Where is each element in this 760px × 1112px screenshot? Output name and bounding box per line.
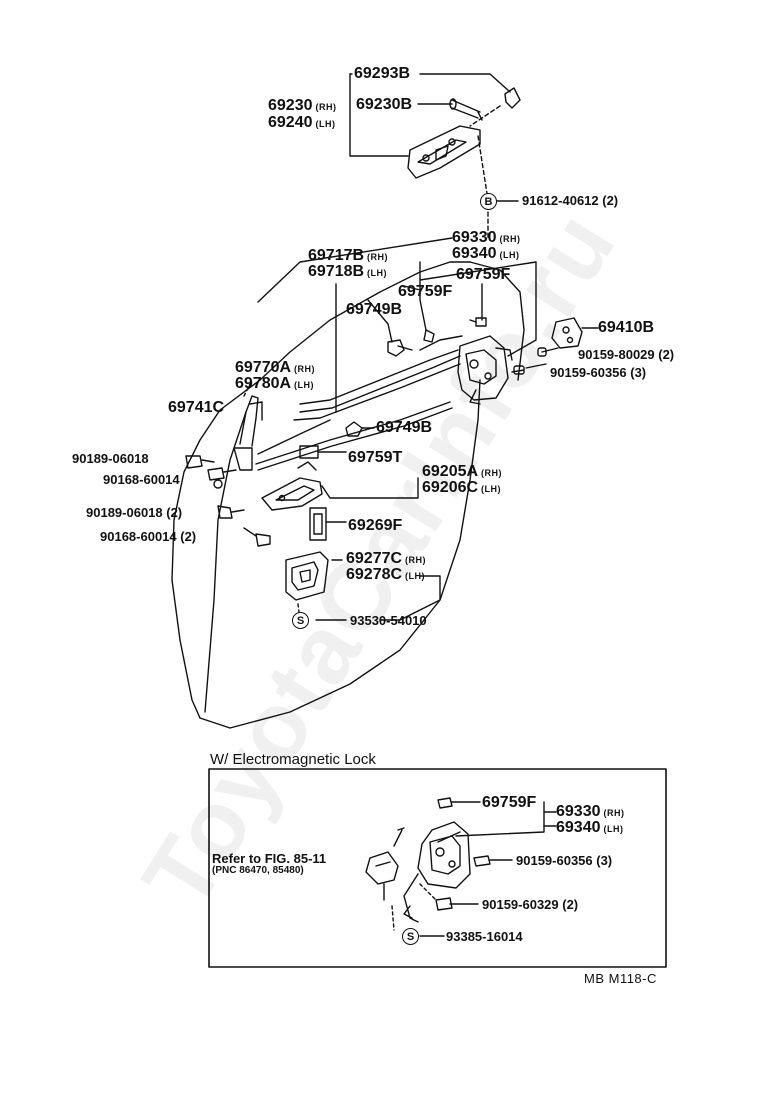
part-label-90168-60014-2: 90168-60014 (2) [100, 529, 197, 544]
rods [257, 335, 463, 455]
left-screws [185, 455, 271, 547]
inset-title: W/ Electromagnetic Lock [210, 751, 376, 768]
leader-69330 [257, 237, 453, 303]
part-label-69759F-middle: 69759F [398, 283, 453, 300]
part-label-90189-06018-2: 90189-06018 (2) [86, 505, 183, 520]
inset-part-label-93385: 93385-16014 [446, 929, 523, 944]
clips-69759F [423, 317, 487, 343]
part-label-90189-06018: 90189-06018 [72, 451, 149, 466]
part-label-69718B: 69718B(LH) [308, 263, 388, 280]
part-label-69749B-lower: 69749B [376, 419, 433, 436]
part-label-69759T: 69759T [348, 449, 403, 466]
bezel-69277C [285, 551, 329, 621]
inner-handle-69205A [261, 445, 419, 511]
callout-s-icon: S [292, 612, 309, 629]
lock-assembly [457, 335, 547, 405]
part-label-69741C: 69741C [168, 399, 225, 416]
part-label-69780A: 69780A(LH) [235, 375, 315, 392]
part-label-69340: 69340(LH) [452, 245, 520, 262]
part-label-69277C: 69277C(RH) [346, 550, 427, 567]
inset-part-label-69759F: 69759F [482, 794, 537, 811]
inset-frame [208, 768, 667, 968]
clip-69749B-upper [387, 339, 413, 357]
inset-refer-subtext: (PNC 86470, 85480) [212, 865, 304, 876]
inset-part-label-90159-60329: 90159-60329 (2) [482, 897, 579, 912]
door-outline [171, 261, 525, 729]
pad-69269F [309, 507, 347, 541]
part-label-69240: 69240(LH) [268, 114, 336, 131]
leader-69277C-right [379, 575, 441, 621]
part-label-91612: 91612-40612 (2) [522, 193, 619, 208]
part-label-90159-80029: 90159-80029 (2) [578, 347, 675, 362]
part-label-69206C: 69206C(LH) [422, 479, 502, 496]
part-label-69717B: 69717B(RH) [308, 247, 389, 264]
inset-callout-s-icon: S [402, 928, 419, 945]
part-label-69759F-upper: 69759F [456, 266, 511, 283]
clip-69749B-lower [345, 421, 375, 437]
inset-part-label-90159-60356: 90159-60356 (3) [516, 853, 613, 868]
hook-69741C [233, 383, 263, 471]
part-label-69269F: 69269F [348, 517, 403, 534]
part-label-69278C: 69278C(LH) [346, 566, 426, 583]
striker-69410B [537, 317, 599, 357]
part-label-69770A: 69770A(RH) [235, 359, 316, 376]
inset-refer-text: Refer to FIG. 85-11 [212, 851, 327, 866]
part-label-69330: 69330(RH) [452, 229, 521, 246]
part-label-69230: 69230(RH) [268, 97, 337, 114]
part-label-90159-60356: 90159-60356 (3) [550, 365, 647, 380]
part-label-90168-60014: 90168-60014 [103, 472, 180, 487]
callout-b-icon: B [480, 193, 497, 210]
inset-lock-assembly [365, 797, 557, 931]
figure-code: MB M118-C [584, 971, 657, 986]
part-label-69230B: 69230B [356, 96, 413, 113]
part-label-93530: 93530-54010 [350, 613, 427, 628]
part-label-69410B: 69410B [598, 319, 655, 336]
part-label-69293B: 69293B [354, 65, 411, 82]
outside-handle-group [349, 73, 521, 241]
inset-part-label-69330: 69330(RH) [556, 803, 625, 820]
inset-part-label-69340: 69340(LH) [556, 819, 624, 836]
part-label-69749B-upper: 69749B [346, 301, 403, 318]
part-label-69205A: 69205A(RH) [422, 463, 503, 480]
